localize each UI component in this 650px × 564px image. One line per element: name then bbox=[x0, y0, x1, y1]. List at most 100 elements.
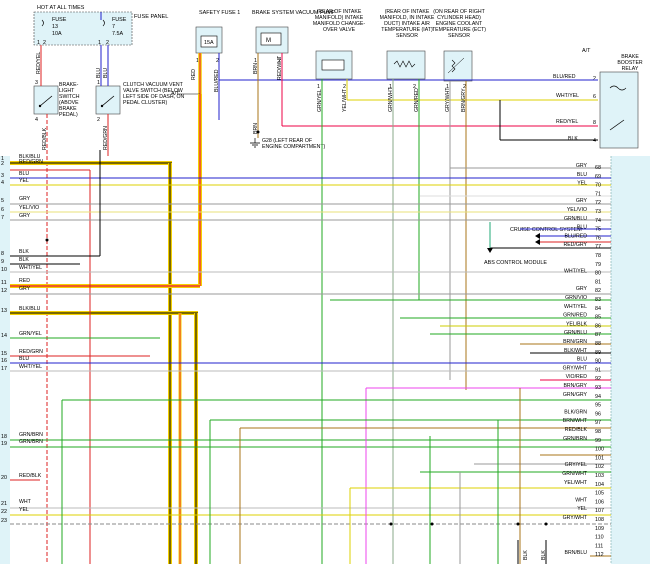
svg-text:RED/WHT: RED/WHT bbox=[277, 55, 283, 80]
svg-text:BLU: BLU bbox=[96, 68, 102, 78]
ecm-pin-70: 70 bbox=[595, 183, 601, 189]
left-pin-17: 17 bbox=[1, 366, 7, 372]
brake-light-switch-label: BRAKE-LIGHT SWITCH (ABOVE BRAKE PEDAL) bbox=[59, 82, 80, 118]
left-wire-label-22: YEL bbox=[19, 507, 29, 513]
left-wire-label-16: BLU bbox=[19, 356, 29, 362]
svg-text:BLK: BLK bbox=[541, 550, 547, 560]
svg-text:1: 1 bbox=[37, 40, 40, 46]
ecm-pin-89: 89 bbox=[595, 350, 601, 356]
svg-text:GRN/RED: GRN/RED bbox=[414, 88, 420, 112]
svg-text:1: 1 bbox=[254, 58, 257, 64]
ecm-wire-label-75: BLU bbox=[577, 225, 587, 231]
ecm-pin-86: 86 bbox=[595, 323, 601, 329]
ecm-pin-81: 81 bbox=[595, 279, 601, 285]
wire-labels: RED/YEL BLU BLU RED/BLK RED/GRN RED BLU/… bbox=[36, 52, 579, 560]
svg-text:RED: RED bbox=[191, 69, 197, 80]
left-pin-20: 20 bbox=[1, 475, 7, 481]
ecm-wire-label-74: GRN/BLU bbox=[564, 216, 587, 222]
left-pin-9: 9 bbox=[1, 259, 4, 265]
ecm-wire-label-83: GRN/VIO bbox=[565, 295, 587, 301]
svg-text:2: 2 bbox=[106, 40, 109, 46]
ecm-wire-label-80: WHT/YEL bbox=[564, 269, 587, 275]
svg-text:2: 2 bbox=[97, 117, 100, 123]
splice-dots bbox=[45, 130, 548, 526]
svg-text:FUSE: FUSE bbox=[112, 17, 127, 23]
ecm-wire-label-112: BRN/BLU bbox=[565, 550, 588, 556]
ecm-wire-label-70: YEL bbox=[577, 181, 587, 187]
ecm-pin-111: 111 bbox=[595, 543, 603, 549]
ecm-pin-102: 102 bbox=[595, 464, 604, 470]
ecm-pin-88: 88 bbox=[595, 341, 601, 347]
ecm-pin-103: 103 bbox=[595, 473, 604, 479]
svg-text:3: 3 bbox=[35, 80, 38, 86]
fuse-7: FUSE 7 7.5A 1 2 bbox=[98, 17, 127, 46]
left-wire-label-19: GRN/BRN bbox=[19, 439, 43, 445]
left-pin-8: 8 bbox=[1, 251, 4, 257]
svg-text:BLK: BLK bbox=[523, 550, 529, 560]
svg-text:4: 4 bbox=[593, 138, 596, 144]
ecm-pin-69: 69 bbox=[595, 174, 601, 180]
left-pin-1: 1 bbox=[1, 156, 4, 162]
left-wire-label-7: GRY bbox=[19, 213, 31, 219]
left-wire-label-14: GRN/YEL bbox=[19, 331, 42, 337]
iat-sensor-label: (REAR OF INTAKE MANIFOLD, IN INTAKE DUCT… bbox=[379, 9, 435, 39]
ecm-wire-label-84: WHT/YEL bbox=[564, 304, 587, 310]
svg-text:2: 2 bbox=[593, 76, 596, 82]
left-wire-label-20: RED/BLK bbox=[19, 473, 42, 479]
ecm-pin-85: 85 bbox=[595, 315, 601, 321]
left-pin-23: 23 bbox=[1, 518, 7, 524]
left-pin-21: 21 bbox=[1, 501, 7, 507]
svg-text:BRN: BRN bbox=[253, 123, 259, 134]
ecm-wire-label-85: GRN/RED bbox=[563, 313, 587, 319]
left-connector bbox=[0, 156, 10, 564]
svg-text:FUSE: FUSE bbox=[52, 17, 67, 23]
ecm-wire-label-93: BRN/GRY bbox=[563, 383, 587, 389]
ecm-wire-label-91: GRY/WHT bbox=[563, 365, 588, 371]
ecm-wire-label-108: GRY/WHT bbox=[563, 515, 588, 521]
motor-icon: M bbox=[266, 38, 271, 44]
ecm-wire-label-68: GRY bbox=[576, 163, 588, 169]
svg-text:2: 2 bbox=[413, 84, 416, 90]
svg-text:1: 1 bbox=[98, 40, 101, 46]
ecm-wire-label-99: GRN/BRN bbox=[563, 436, 587, 442]
ecm-connector-pins: 68GRY69BLU70YEL7172GRY73YEL/VIO74GRN/BLU… bbox=[562, 163, 604, 558]
ecm-pin-100: 100 bbox=[595, 447, 604, 453]
ecm-wire-label-96: BLK/GRN bbox=[564, 409, 587, 415]
svg-text:13: 13 bbox=[52, 24, 58, 30]
hot-at-all-times: HOT AT ALL TIMES bbox=[37, 5, 85, 11]
ecm-pin-106: 106 bbox=[595, 499, 604, 505]
ecm-wire-label-106: WHT bbox=[575, 497, 588, 503]
left-wire-label-17: WHT/YEL bbox=[19, 364, 42, 370]
fuse-panel-label: FUSE PANEL bbox=[134, 14, 168, 20]
safety-fuse-label: SAFETY FUSE 1 bbox=[199, 10, 240, 16]
ecm-wire-label-89: BLK/WHT bbox=[564, 348, 588, 354]
svg-text:GRY/WHT: GRY/WHT bbox=[445, 87, 451, 112]
ecm-pin-96: 96 bbox=[595, 411, 601, 417]
svg-text:RED/BLK: RED/BLK bbox=[42, 127, 48, 150]
ground-icon bbox=[250, 138, 260, 148]
svg-text:2: 2 bbox=[43, 40, 46, 46]
ecm-wire-label-87: GRN/BLU bbox=[564, 330, 587, 336]
changeover-valve-label: (REAR OF INTAKE MANIFOLD) INTAKE MANIFOL… bbox=[312, 9, 366, 33]
fuse-13: FUSE 13 10A 1 2 bbox=[37, 17, 67, 46]
ecm-wire-label-102: GRY/YEL bbox=[565, 462, 588, 468]
ecm-pin-83: 83 bbox=[595, 297, 601, 303]
ecm-pin-71: 71 bbox=[595, 191, 601, 197]
svg-text:GRN/YEL: GRN/YEL bbox=[317, 89, 323, 112]
relay-at-label: A/T bbox=[582, 48, 591, 54]
ecm-pin-93: 93 bbox=[595, 385, 601, 391]
left-wire-label-11: RED bbox=[19, 278, 30, 284]
wires bbox=[10, 12, 611, 564]
svg-text:2: 2 bbox=[463, 84, 466, 90]
ecm-pin-110: 110 bbox=[595, 535, 604, 541]
ecm-wire-label-88: BRN/GRN bbox=[563, 339, 587, 345]
left-pin-13: 13 bbox=[1, 308, 7, 314]
svg-text:WHT/YEL: WHT/YEL bbox=[556, 93, 579, 99]
svg-text:4: 4 bbox=[35, 117, 38, 123]
svg-text:BLU/RED: BLU/RED bbox=[553, 74, 576, 80]
svg-text:BRN: BRN bbox=[253, 63, 259, 74]
svg-text:10A: 10A bbox=[52, 31, 62, 37]
ecm-pin-76: 76 bbox=[595, 235, 601, 241]
ect-sensor-label: (ON REAR OF RIGHT CYLINDER HEAD) ENGINE … bbox=[431, 9, 487, 39]
